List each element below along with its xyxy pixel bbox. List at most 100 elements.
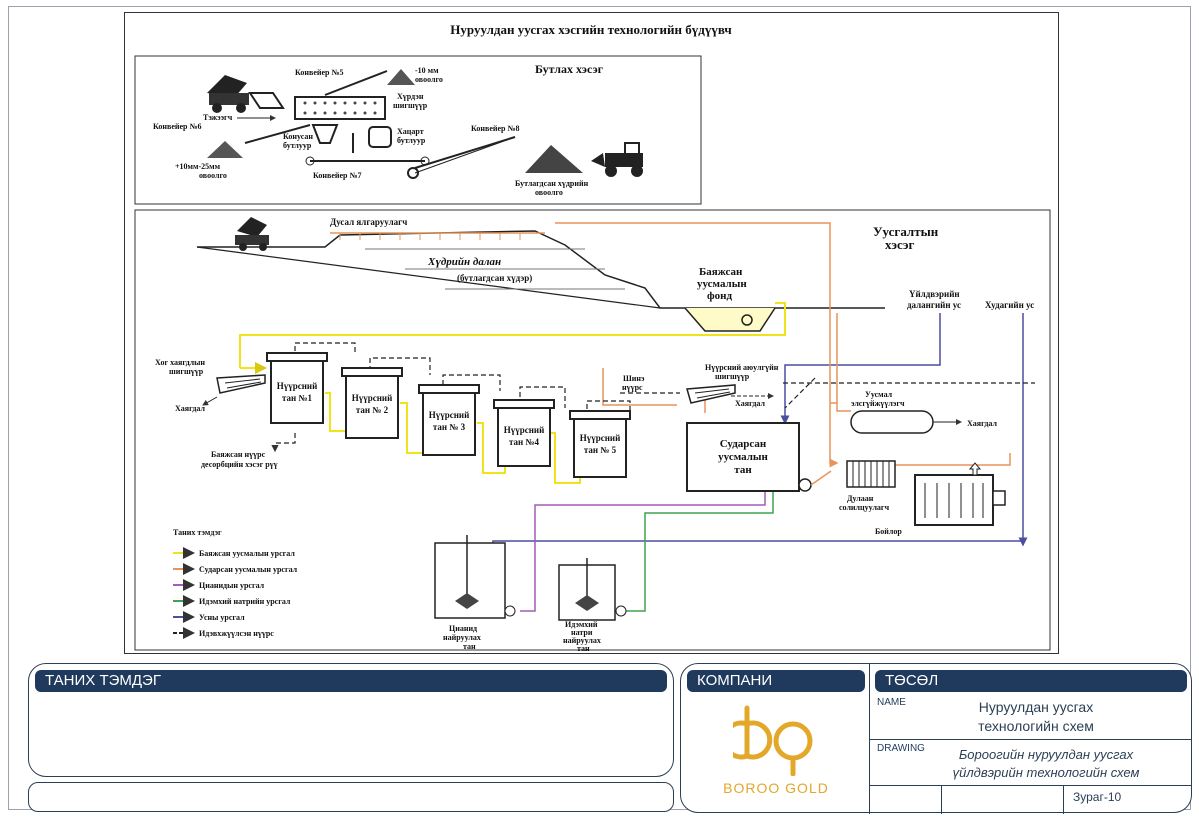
boiler-icon [914, 462, 1006, 526]
conveyor-6 [244, 124, 311, 144]
legend-item-label: Идэвхжүүлсэн нүүрс [199, 629, 274, 638]
pile10-label-2: овоолго [415, 75, 443, 84]
tank4-label-2: тан №4 [509, 437, 540, 447]
notes-panel [28, 782, 674, 812]
tank2-label-2: тан № 2 [356, 405, 389, 415]
pump-icon [798, 478, 812, 492]
carbon-tank-3: Нүүрсний тан № 3 [418, 384, 480, 456]
conveyor6-label: Конвейер №6 [153, 122, 202, 131]
jaw-label-1: Хацарт [397, 127, 424, 136]
legend-item-label: Идэмхий натрийн урсгал [199, 597, 291, 606]
process-water-label-1: Үйлдвэрийн [909, 289, 960, 299]
cyanide-tank-label-3: тан [463, 642, 476, 651]
crushing-section-label: Бутлах хэсэг [535, 62, 604, 76]
cone-label-1: Конусан [283, 132, 313, 141]
pile-10-icon [387, 69, 415, 85]
legend-panel: ТАНИХ ТЭМДЭГ [28, 663, 674, 777]
crushing-section-box [134, 55, 702, 205]
jaw-crusher-icon [368, 126, 392, 148]
clarifier-icon [850, 410, 934, 434]
heap-outline [197, 230, 885, 309]
tank5-label-1: Нүүрсний [580, 433, 621, 443]
heat-exchanger-label-1: Дулаан [847, 494, 874, 503]
company-project-panel: КОМПАНИ ТӨСӨЛ BOROO GOLD NAME Нуруулдан … [680, 663, 1192, 814]
new-carbon-label-1: Шинэ [623, 374, 645, 383]
barren-tank [686, 422, 800, 492]
drawing-value-2: үйлдвэрийн технологийн схем [952, 765, 1140, 780]
legend-title: Таних тэмдэг [173, 528, 222, 537]
carbon-screen-icon [216, 374, 266, 394]
dump-truck-icon [207, 75, 249, 113]
legend-header: ТАНИХ ТЭМДЭГ [35, 670, 667, 692]
new-carbon-label-2: нүүрс [622, 383, 643, 392]
naoh-flow [625, 479, 774, 612]
safety-screen-icon [686, 384, 736, 404]
naoh-tank-label-1: Идэмхий [565, 620, 598, 629]
cone-label-2: бутлуур [283, 141, 312, 150]
tank3-label-2: тан № 3 [433, 422, 466, 432]
loader-label: Тэжээгч [203, 113, 233, 122]
pregnant-pond [684, 307, 776, 332]
legend-item-label: Сударсан уусмалын урсгал [199, 565, 298, 574]
drawing-label: DRAWING [877, 743, 925, 754]
heat-exchanger-icon [846, 460, 896, 488]
company-header: КОМПАНИ [687, 670, 865, 692]
safety-screen-label-1: Нүүрсний аюулгүйн [705, 363, 779, 372]
process-water-line [780, 313, 941, 425]
conveyor7-label: Конвейер №7 [313, 171, 362, 180]
jaw-label-2: бутлуур [397, 136, 426, 145]
clarifier-label-1: Уусмал [865, 390, 893, 399]
cyanide-tank [434, 535, 516, 619]
carbon-screen-label-2: шигшүүр [169, 367, 204, 376]
pregnant-flow-main [239, 302, 786, 368]
legend-item-label: Баяжсан уусмалын урсгал [199, 549, 295, 558]
boiler-label: Бойлор [875, 527, 902, 536]
screen-label-1: Хүрдэн [397, 92, 424, 101]
leaching-label-1: Уусгалтын [873, 224, 939, 239]
pond-label-1: Баяжсан [699, 266, 743, 278]
process-water-label-2: далангийн ус [907, 300, 961, 310]
tank1-label-1: Нүүрсний [277, 381, 318, 391]
company-name: BOROO GOLD [723, 780, 829, 796]
legend-item-label: Усны урсгал [199, 613, 245, 622]
heat-exchanger-label-2: солилцуулагч [839, 503, 890, 512]
drawing-value-1: Бороогийн нуруулдан уусгах [958, 747, 1134, 762]
feeder-hopper [248, 92, 285, 109]
pile-10-25-icon [207, 141, 243, 158]
pile10-label-1: -10 мм [415, 66, 439, 75]
tank5-label-2: тан № 5 [584, 445, 617, 455]
project-header: ТӨСӨЛ [875, 670, 1187, 692]
screen-label-2: шигшүүр [393, 101, 428, 110]
tank3-label-1: Нүүрсний [429, 410, 470, 420]
tank4-label-1: Нүүрсний [504, 425, 545, 435]
drum-screen-icon [294, 96, 386, 120]
barren-tank-label-2: уусмалын [718, 451, 768, 463]
leaching-section-box [134, 209, 1051, 651]
heap-sub-label: (бутлагдсан хүдэр) [457, 273, 532, 283]
carbon-tank-2: Нүүрсний тан № 2 [341, 367, 403, 439]
barren-tank-label-1: Сударсан [720, 438, 767, 450]
name-value-1: Нуруулдан уусгах [978, 699, 1094, 715]
naoh-tank-label-3: найруулах [563, 636, 601, 645]
conveyor-5 [324, 70, 388, 96]
barren-tank-label-3: тан [734, 464, 752, 476]
boroo-gold-logo-icon [733, 705, 813, 776]
heap-truck-icon [235, 217, 269, 251]
waste1-label: Хаягдал [175, 404, 205, 413]
legend: Таних тэмдэг Баяжсан уусмалын урсгалСуда… [173, 528, 298, 639]
sheet-number: Зураг-10 [1073, 790, 1122, 804]
legend-item-label: Цианидын урсгал [199, 581, 265, 590]
barren-flow-top [555, 222, 837, 404]
front-loader-icon [591, 142, 643, 177]
waste3-label: Хаягдал [967, 419, 997, 428]
naoh-tank [558, 558, 627, 621]
flow-diagram: Нуруулдан уусгах хэсгийн технологийн бүд… [124, 12, 1059, 654]
cone-crusher-icon [311, 124, 339, 144]
cyanide-tank-label-2: найруулах [443, 633, 481, 642]
loaded-carbon-label-1: Баяжсан нүүрс [211, 450, 266, 459]
crushed-pile-label-2: овоолго [535, 188, 563, 197]
crushed-pile-label-1: Бутлагдсан хүдрийн [515, 179, 589, 188]
name-label: NAME [877, 697, 906, 708]
drip-label: Дусал ялгаруулагч [330, 217, 407, 227]
heap-label: Хүдрийн далан [427, 256, 501, 268]
